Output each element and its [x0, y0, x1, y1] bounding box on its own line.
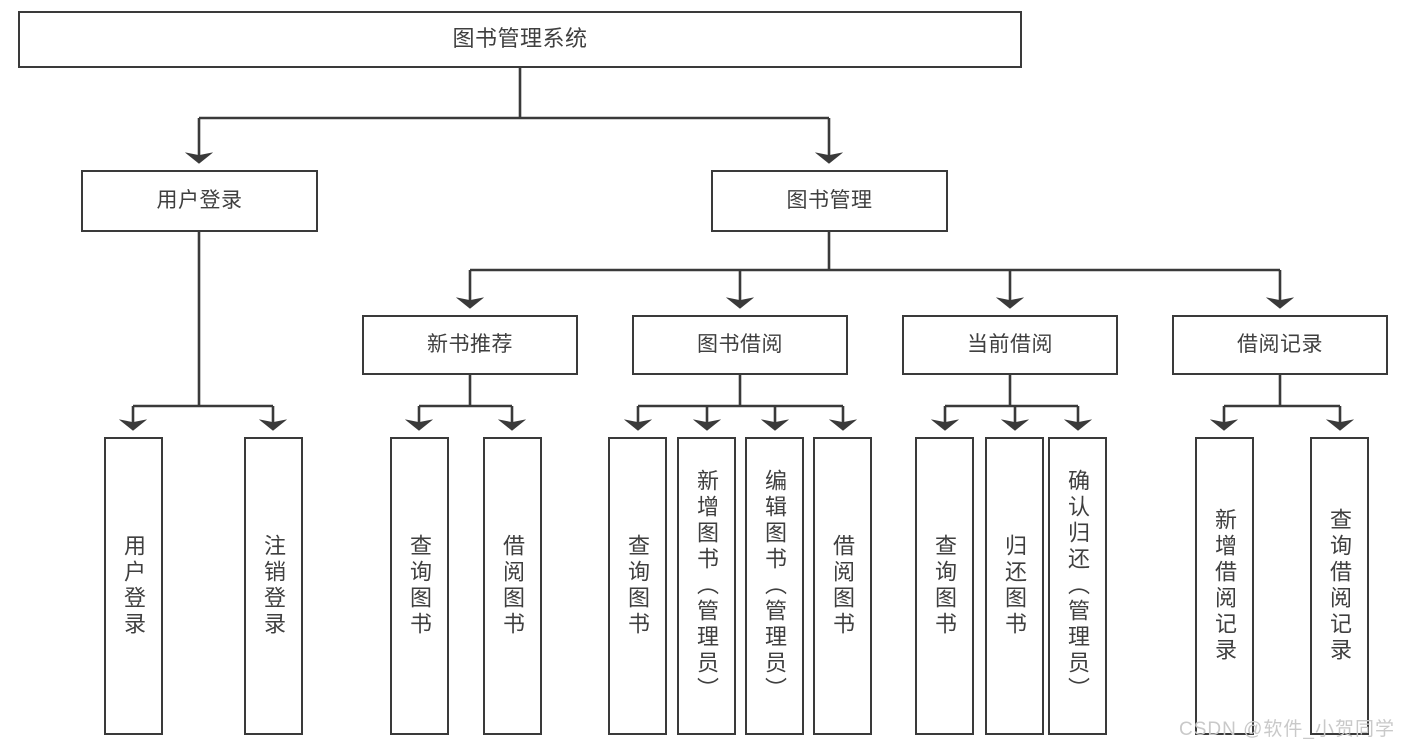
node-leaf-logout-login[interactable]: 注销登录 [244, 437, 303, 735]
node-label: 确认归还（管理员） [1065, 469, 1091, 703]
watermark-text: CSDN @软件_小贺同学 [1179, 719, 1395, 740]
node-label: 用户登录 [121, 534, 147, 638]
node-leaf-return-book[interactable]: 归还图书 [985, 437, 1044, 735]
node-label: 新增图书（管理员） [694, 469, 720, 703]
node-label: 当前借阅 [967, 333, 1053, 357]
node-leaf-query-book-1[interactable]: 查询图书 [390, 437, 449, 735]
node-leaf-query-book-3[interactable]: 查询图书 [915, 437, 974, 735]
node-leaf-add-book[interactable]: 新增图书（管理员） [677, 437, 736, 735]
node-book-management[interactable]: 图书管理 [711, 170, 948, 232]
node-label: 图书管理系统 [452, 26, 588, 52]
node-label: 归还图书 [1002, 534, 1028, 638]
node-leaf-confirm-return[interactable]: 确认归还（管理员） [1048, 437, 1107, 735]
node-leaf-borrow-book-1[interactable]: 借阅图书 [483, 437, 542, 735]
node-label: 借阅记录 [1237, 333, 1323, 357]
node-leaf-query-record[interactable]: 查询借阅记录 [1310, 437, 1369, 735]
node-user-login[interactable]: 用户登录 [81, 170, 318, 232]
node-leaf-edit-book[interactable]: 编辑图书（管理员） [745, 437, 804, 735]
node-book-borrow[interactable]: 图书借阅 [632, 315, 848, 375]
node-label: 查询图书 [932, 534, 958, 638]
node-leaf-user-login[interactable]: 用户登录 [104, 437, 163, 735]
node-label: 查询借阅记录 [1327, 508, 1353, 664]
node-book-management-system[interactable]: 图书管理系统 [18, 11, 1022, 68]
node-label: 编辑图书（管理员） [762, 469, 788, 703]
node-label: 查询图书 [407, 534, 433, 638]
node-label: 借阅图书 [830, 534, 856, 638]
node-label: 用户登录 [156, 189, 243, 213]
node-current-borrow[interactable]: 当前借阅 [902, 315, 1118, 375]
node-label: 新书推荐 [427, 333, 513, 357]
node-label: 注销登录 [261, 534, 287, 638]
node-label: 图书借阅 [697, 333, 783, 357]
node-new-book-recommend[interactable]: 新书推荐 [362, 315, 578, 375]
node-label: 图书管理 [786, 189, 873, 213]
node-label: 新增借阅记录 [1212, 508, 1238, 664]
node-leaf-add-record[interactable]: 新增借阅记录 [1195, 437, 1254, 735]
node-leaf-query-book-2[interactable]: 查询图书 [608, 437, 667, 735]
node-borrow-record[interactable]: 借阅记录 [1172, 315, 1388, 375]
node-label: 查询图书 [625, 534, 651, 638]
node-leaf-borrow-book-2[interactable]: 借阅图书 [813, 437, 872, 735]
node-label: 借阅图书 [500, 534, 526, 638]
